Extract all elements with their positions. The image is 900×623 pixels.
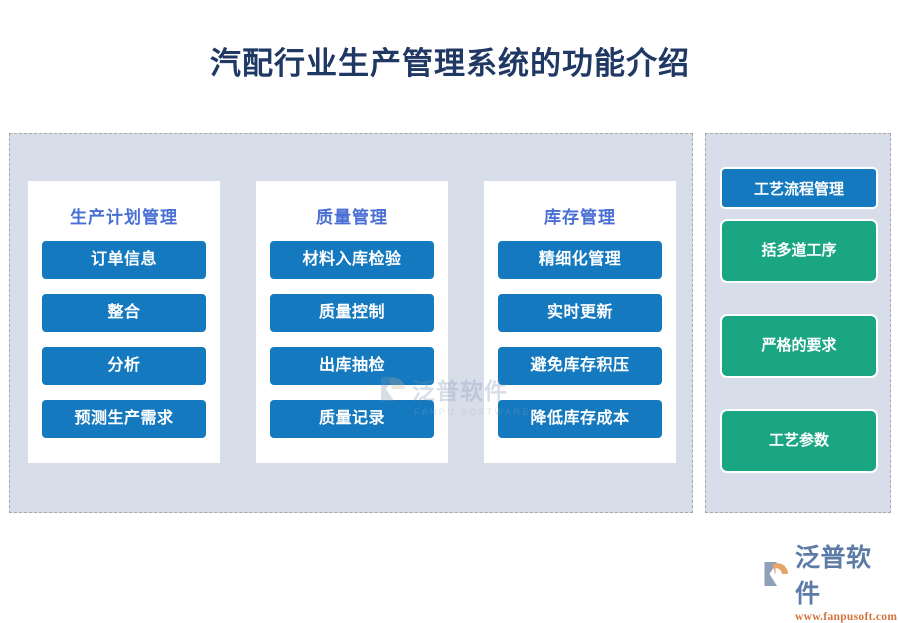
- brand-logo[interactable]: 泛普软件 www.fanpusoft.com: [762, 538, 897, 623]
- logo-row: 泛普软件: [762, 538, 894, 610]
- column-card-production-plan: 生产计划管理 订单信息 整合 分析 预测生产需求: [28, 181, 220, 463]
- column-card-inventory: 库存管理 精细化管理 实时更新 避免库存积压 降低库存成本: [484, 181, 676, 463]
- item-box[interactable]: 材料入库检验: [270, 241, 434, 279]
- column-header-1: 质量管理: [316, 208, 388, 227]
- item-box[interactable]: 降低库存成本: [498, 400, 662, 438]
- page-title: 汽配行业生产管理系统的功能介绍: [210, 46, 690, 81]
- item-box[interactable]: 实时更新: [498, 294, 662, 332]
- logo-name: 泛普软件: [795, 545, 872, 608]
- side-item-box[interactable]: 括多道工序: [720, 219, 878, 283]
- item-box[interactable]: 订单信息: [42, 241, 206, 279]
- item-box[interactable]: 质量记录: [270, 400, 434, 438]
- side-item-box[interactable]: 严格的要求: [720, 314, 878, 378]
- item-box[interactable]: 质量控制: [270, 294, 434, 332]
- item-box[interactable]: 精细化管理: [498, 241, 662, 279]
- side-panel-header-box[interactable]: 工艺流程管理: [720, 167, 878, 209]
- fanpu-logo-icon: [762, 559, 792, 589]
- main-panel: 生产计划管理 订单信息 整合 分析 预测生产需求 质量管理 材料入库检验 质量控…: [9, 133, 693, 513]
- column-header-2: 库存管理: [544, 208, 616, 227]
- item-box[interactable]: 分析: [42, 347, 206, 385]
- item-box[interactable]: 预测生产需求: [42, 400, 206, 438]
- column-header-0: 生产计划管理: [70, 208, 178, 227]
- side-item-box[interactable]: 工艺参数: [720, 409, 878, 473]
- item-box[interactable]: 出库抽检: [270, 347, 434, 385]
- item-list-1: 材料入库检验 质量控制 出库抽检 质量记录: [256, 241, 448, 438]
- column-card-quality: 质量管理 材料入库检验 质量控制 出库抽检 质量记录: [256, 181, 448, 463]
- logo-url[interactable]: www.fanpusoft.com: [795, 611, 898, 623]
- item-list-2: 精细化管理 实时更新 避免库存积压 降低库存成本: [484, 241, 676, 438]
- side-panel: 工艺流程管理 括多道工序 严格的要求 工艺参数: [705, 133, 891, 513]
- item-box[interactable]: 避免库存积压: [498, 347, 662, 385]
- item-box[interactable]: 整合: [42, 294, 206, 332]
- item-list-0: 订单信息 整合 分析 预测生产需求: [28, 241, 220, 438]
